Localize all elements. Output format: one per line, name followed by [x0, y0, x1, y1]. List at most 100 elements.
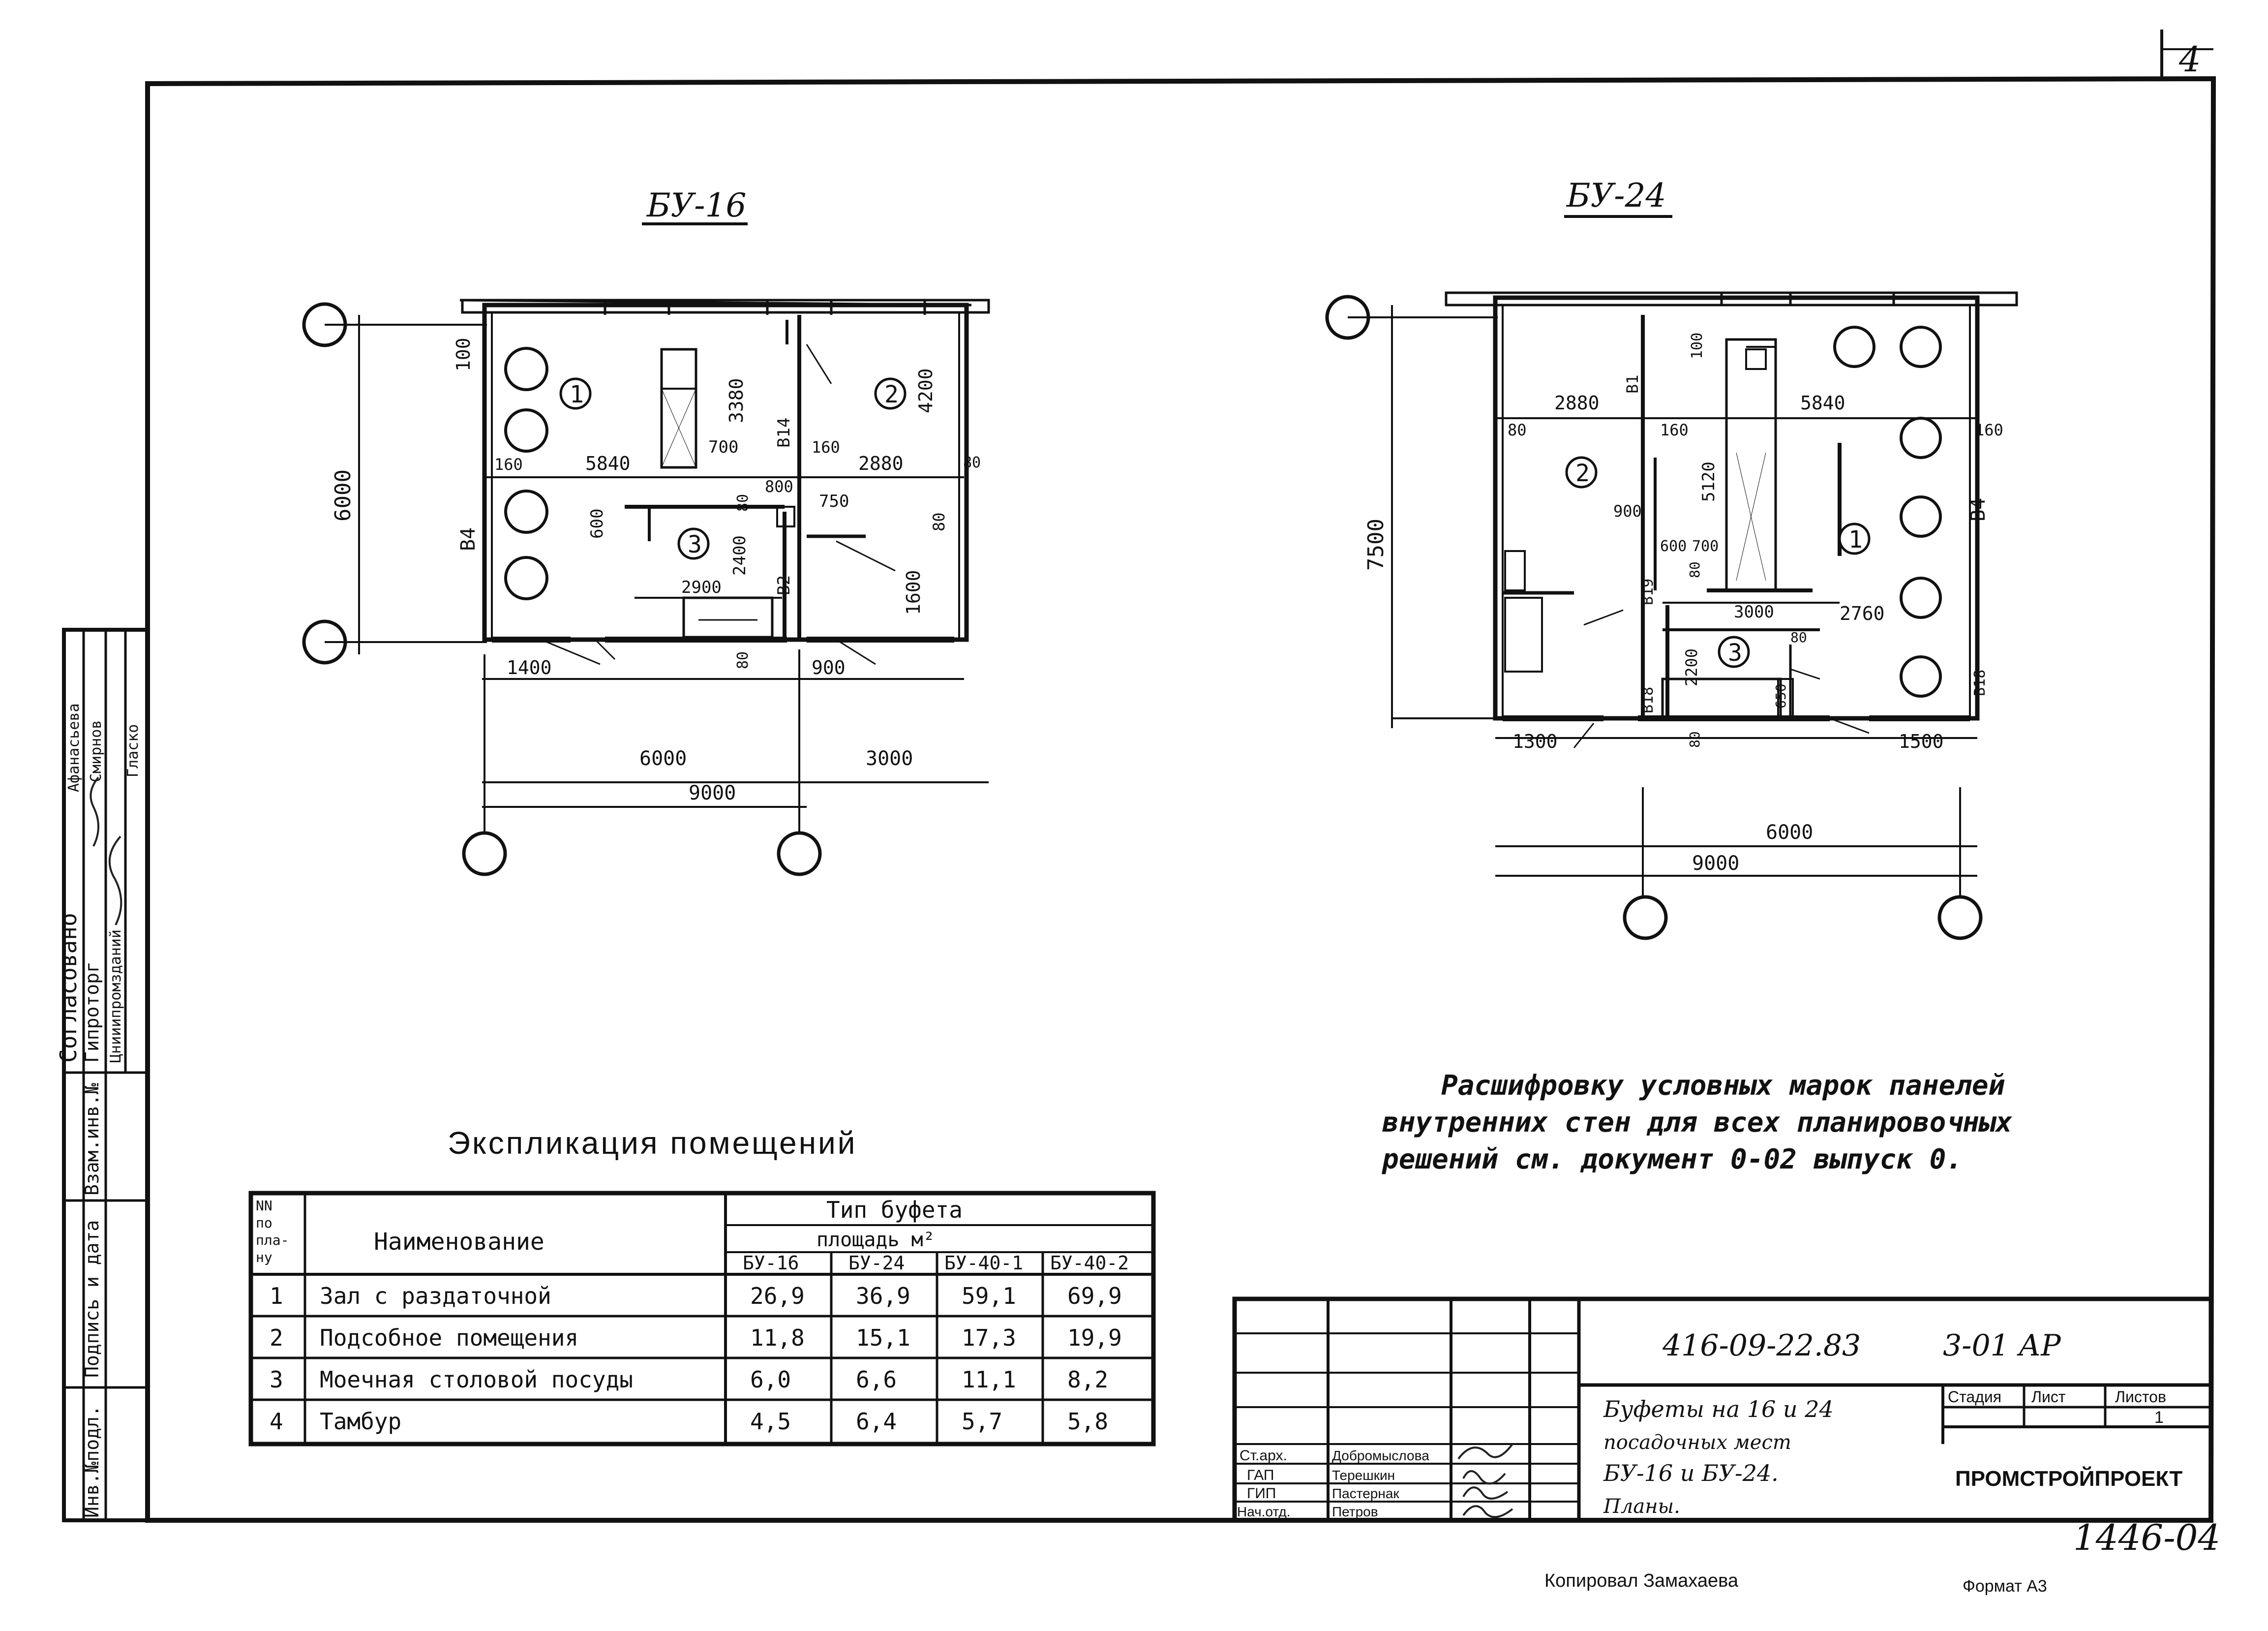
bu24-walls: [1445, 291, 2018, 748]
row-3-bu16: 6,0: [750, 1366, 791, 1393]
bu24-dim-80c: 80: [1687, 731, 1703, 748]
stamp-sign-date: Подпись и дата: [81, 1220, 103, 1378]
bu24-dim-B1: B1: [1623, 374, 1642, 394]
bu24-dim-650: 650: [1773, 683, 1789, 708]
bu16-dims: 6000 100 3380 4200 160 5840 700 B14 160 …: [331, 338, 981, 804]
head-num-4: ну: [256, 1249, 272, 1265]
row-2-name: Подсобное помещения: [320, 1324, 578, 1351]
bu24-dim-80a: 80: [1687, 561, 1703, 578]
sheet-number: 4: [2178, 39, 2201, 80]
table-row: 4 Тамбур 4,5 6,4 5,7 5,8: [270, 1408, 1108, 1435]
row-2-num: 2: [270, 1324, 283, 1351]
bu16-dim-9000: 9000: [689, 782, 736, 804]
head-name: Наименование: [374, 1228, 544, 1256]
bu24-dim-5120: 5120: [1699, 462, 1719, 502]
bu16-dim-80a: 80: [734, 494, 752, 512]
sheets-label: Листов: [2115, 1388, 2166, 1406]
sheet-label: Лист: [2031, 1388, 2066, 1406]
bu16-axis-right: [777, 831, 822, 876]
row-3-bu24: 6,6: [856, 1366, 897, 1393]
stamp-org-1: Гипроторг: [81, 961, 103, 1063]
row-3-name: Моечная столовой посуды: [320, 1366, 633, 1393]
stage-label: Стадия: [1948, 1388, 2001, 1406]
bu24-dim-2760: 2760: [1840, 603, 1885, 624]
bu16-dim-80r: 80: [963, 454, 981, 471]
bu24-dim-80l: 80: [1508, 421, 1527, 439]
stamp-person-2: Смирнов: [88, 720, 105, 782]
column-headers: БУ-16 БУ-24 БУ-40-1 БУ-40-2: [743, 1252, 1129, 1274]
row-1-name: Зал с раздаточной: [320, 1283, 551, 1309]
bu24-dim-1300: 1300: [1512, 731, 1558, 752]
head-num-2: по: [256, 1215, 272, 1231]
bu16-rooms: 1 2 3: [559, 377, 907, 560]
row-1-num: 1: [270, 1283, 283, 1309]
bu16-dim-B14: B14: [774, 418, 794, 448]
bu16-dim-1600: 1600: [903, 570, 924, 615]
stamp-agreed: Согласовано: [55, 913, 82, 1063]
table-row: 3 Моечная столовой посуды 6,0 6,6 11,1 8…: [270, 1366, 1108, 1393]
table-row: 1 Зал с раздаточной 26,9 36,9 59,1 69,9: [270, 1283, 1122, 1309]
side-stamp: [64, 630, 148, 1520]
table-row: 2 Подсобное помещения 11,8 15,1 17,3 19,…: [270, 1324, 1122, 1351]
archive-number: 1446-04: [2073, 1517, 2220, 1558]
bu24-dim-7500: 7500: [1363, 519, 1389, 571]
bu16-dim-100: 100: [453, 338, 474, 371]
desc-line-1: Буфеты на 16 и 24: [1603, 1396, 1834, 1422]
row-1-bu40-2: 69,9: [1067, 1283, 1122, 1309]
bu24-dim-5840: 5840: [1800, 392, 1845, 414]
bu16-dim-1400: 1400: [507, 657, 552, 678]
bu16-dim-lines: [325, 315, 989, 831]
title-block: [1232, 1296, 2213, 1523]
row-3-num: 3: [270, 1366, 283, 1393]
bu24-axis-right: [1937, 895, 1983, 940]
stamp-signatures: [90, 776, 122, 925]
bu16-dim-700: 700: [708, 437, 738, 457]
row-4-bu40-1: 5,7: [962, 1408, 1002, 1435]
bu16-dim-4200: 4200: [915, 368, 937, 413]
org-name: ПРОМСТРОЙПРОЕКТ: [1955, 1466, 2182, 1491]
role-4: Нач.отд.: [1237, 1504, 1291, 1519]
title-block-text: 416-09-22.83 3-01 АР Буфеты на 16 и 24 п…: [1237, 1328, 2182, 1519]
desc-line-3: БУ-16 и БУ-24.: [1603, 1460, 1779, 1486]
bu24-dim-2200: 2200: [1682, 648, 1701, 686]
row-4-bu24: 6,4: [856, 1408, 897, 1435]
row-4-num: 4: [270, 1408, 283, 1435]
note-line-3: решений см. документ 0-02 выпуск 0.: [1381, 1143, 1963, 1175]
plan-bu24-title: БУ-24: [1566, 177, 1666, 215]
name-3: Пастернак: [1332, 1486, 1399, 1501]
bu24-dim-B18: B18: [1639, 687, 1657, 713]
stamp-inv-ref: Взам.инв.№: [81, 1083, 103, 1196]
head-area: площадь м²: [816, 1229, 935, 1251]
bu24-dim-160a: 160: [1660, 421, 1689, 439]
bu24-dim-80b: 80: [1790, 629, 1807, 646]
explication-table: [248, 1191, 1156, 1446]
sheets-value: 1: [2154, 1408, 2164, 1427]
bu24-dim-2880: 2880: [1554, 392, 1600, 414]
col-bu16: БУ-16: [743, 1252, 799, 1274]
bu24-dim-600: 600: [1660, 538, 1687, 555]
bu24-room-1: 1: [1848, 526, 1863, 554]
bu16-room-2: 2: [884, 381, 899, 408]
role-3: ГИП: [1247, 1485, 1276, 1502]
bu16-dim-600: 600: [587, 509, 607, 539]
bu24-dim-3000: 3000: [1734, 602, 1774, 622]
side-stamp-text: Согласовано Гипроторг Цнииипромзданий Аф…: [55, 703, 142, 1518]
row-4-bu16: 4,5: [750, 1408, 791, 1435]
note-line-2: внутренних стен для всех планировочных: [1382, 1107, 2012, 1139]
col-bu24: БУ-24: [848, 1252, 905, 1274]
desc-line-2: посадочных мест: [1603, 1431, 1791, 1454]
bu24-dim-900: 900: [1613, 502, 1642, 521]
plan-bu16: БУ-16: [302, 186, 990, 876]
bu24-dim-B19: B19: [1639, 579, 1657, 605]
row-3-bu40-1: 11,1: [962, 1366, 1016, 1393]
col-bu40-1: БУ-40-1: [944, 1252, 1023, 1274]
bu24-dim-9000: 9000: [1692, 852, 1739, 875]
bu16-dim-160l: 160: [494, 455, 523, 474]
bu24-room-2: 2: [1575, 460, 1590, 487]
row-2-bu24: 15,1: [856, 1324, 910, 1351]
bu24-dim-700: 700: [1692, 538, 1719, 555]
row-4-bu40-2: 5,8: [1067, 1408, 1108, 1435]
plan-bu24: БУ-24: [1325, 177, 2018, 940]
title-block-signatures: [1457, 1443, 1513, 1518]
